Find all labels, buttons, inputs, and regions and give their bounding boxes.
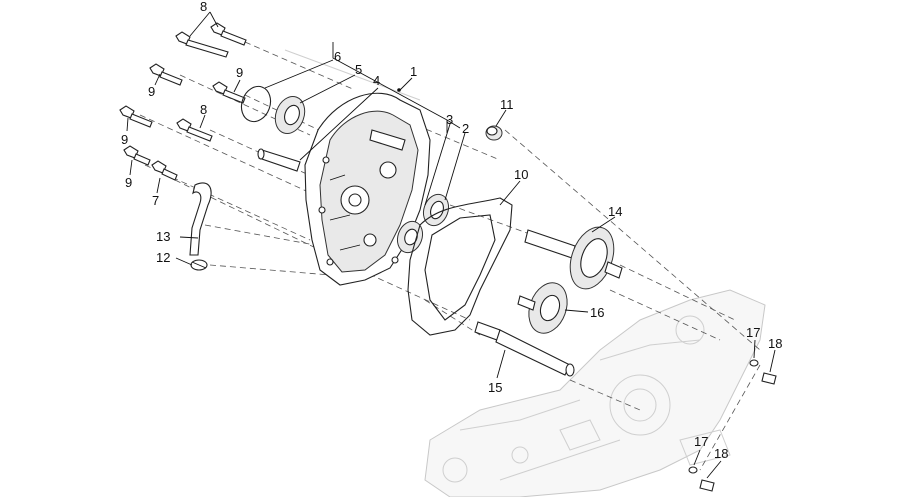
label-9-left-mid: 9: [121, 132, 128, 147]
hose-13: [189, 182, 212, 256]
label-14: 14: [608, 204, 622, 219]
label-10: 10: [514, 167, 528, 182]
label-9-mid: 9: [236, 65, 243, 80]
bearing-5: [274, 96, 306, 134]
label-6: 6: [334, 49, 341, 64]
label-2: 2: [462, 121, 469, 136]
label-17-upper: 17: [746, 325, 760, 340]
drive-shaft-15: [474, 321, 575, 377]
bolt-9-left-mid: [119, 105, 153, 128]
crankcase-ghost: [424, 289, 766, 497]
gear-shaft-14: [524, 226, 623, 290]
label-4: 4: [373, 73, 380, 88]
transmission-cover-1: [304, 92, 431, 286]
label-8-top: 8: [200, 0, 207, 14]
bolt-9-left-top: [149, 63, 183, 86]
gasket-10: [407, 197, 513, 336]
label-12: 12: [156, 250, 170, 265]
pin-4: [257, 148, 301, 172]
label-5: 5: [355, 62, 362, 77]
bolt-9-mid: [212, 81, 246, 104]
label-1: 1: [410, 64, 417, 79]
plug-11: [485, 125, 503, 141]
label-9-left-top: 9: [148, 84, 155, 99]
group-1-bracket: [332, 42, 461, 129]
label-7: 7: [152, 193, 159, 208]
bolt-18-lower: [699, 479, 715, 492]
circlip-6: [240, 85, 272, 123]
washer-17-lower: [688, 466, 698, 474]
bolt-8-mid: [176, 118, 213, 142]
bolt-9-left-low: [123, 145, 151, 166]
label-18-upper: 18: [768, 336, 782, 351]
leader-lines: [126, 11, 776, 479]
label-18-lower: 18: [714, 446, 728, 461]
washer-17-upper: [749, 359, 759, 367]
bolt-7: [151, 160, 178, 181]
label-9-left-low: 9: [125, 175, 132, 190]
label-13: 13: [156, 229, 170, 244]
label-3: 3: [446, 112, 453, 127]
bolt-8-top: [175, 22, 247, 58]
clamp-12: [190, 259, 208, 271]
callout-labels: 8 6 5 1 4 9 9 11 8 3 2 9 10 9 7 14 13 12…: [121, 0, 782, 461]
label-15: 15: [488, 380, 502, 395]
oil-seal-2: [422, 193, 450, 227]
label-16: 16: [590, 305, 604, 320]
bolt-18-upper: [761, 372, 777, 385]
group-1-dot: [397, 88, 401, 92]
label-8-mid: 8: [200, 102, 207, 117]
label-11: 11: [500, 97, 514, 112]
bearing-3: [396, 220, 424, 254]
gear-16: [517, 282, 568, 334]
label-17-lower: 17: [694, 434, 708, 449]
